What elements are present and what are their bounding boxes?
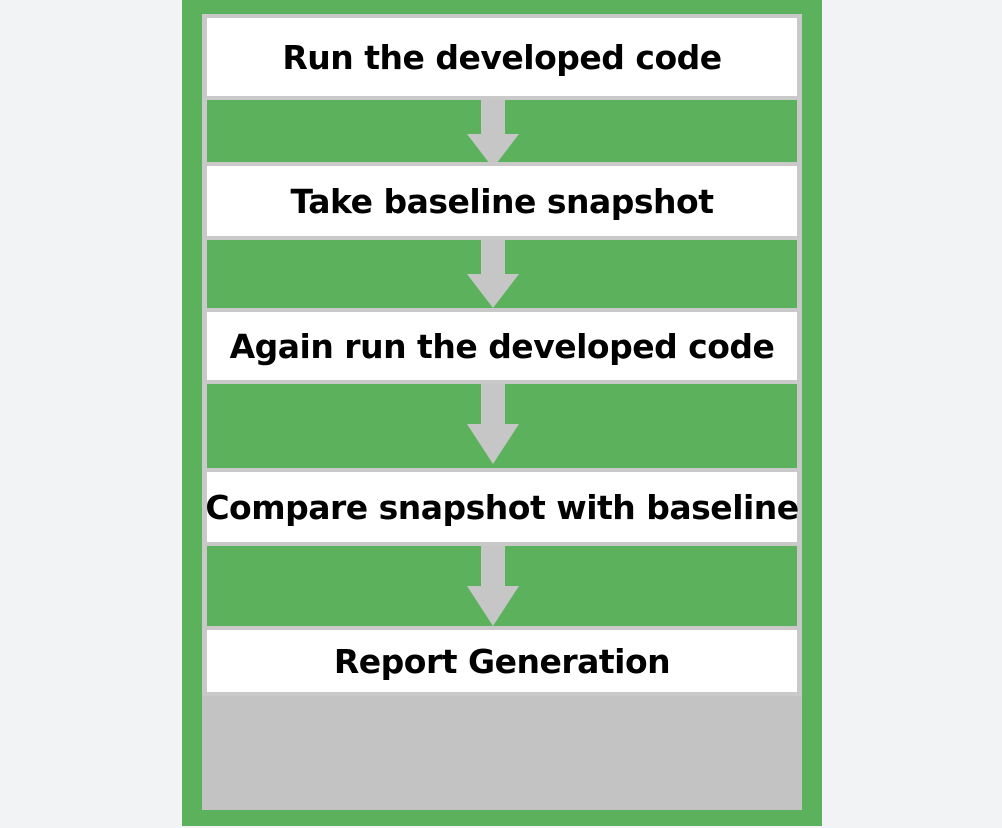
down-arrow-icon [467,546,519,626]
step-box-run-code: Run the developed code [202,14,802,100]
step-box-again-run: Again run the developed code [202,308,802,384]
down-arrow-icon [467,100,519,168]
bottom-panel [202,696,802,810]
step-box-report: Report Generation [202,626,802,696]
step-label: Run the developed code [282,37,722,77]
flowchart: Run the developed code Take baseline sna… [182,0,822,826]
step-label: Report Generation [333,641,671,681]
step-label: Compare snapshot with baseline [205,487,799,527]
step-box-take-baseline: Take baseline snapshot [202,162,802,240]
step-box-compare: Compare snapshot with baseline [202,468,802,546]
down-arrow-icon [467,240,519,308]
down-arrow-icon [467,384,519,464]
step-label: Again run the developed code [229,326,775,366]
step-label: Take baseline snapshot [290,181,714,221]
